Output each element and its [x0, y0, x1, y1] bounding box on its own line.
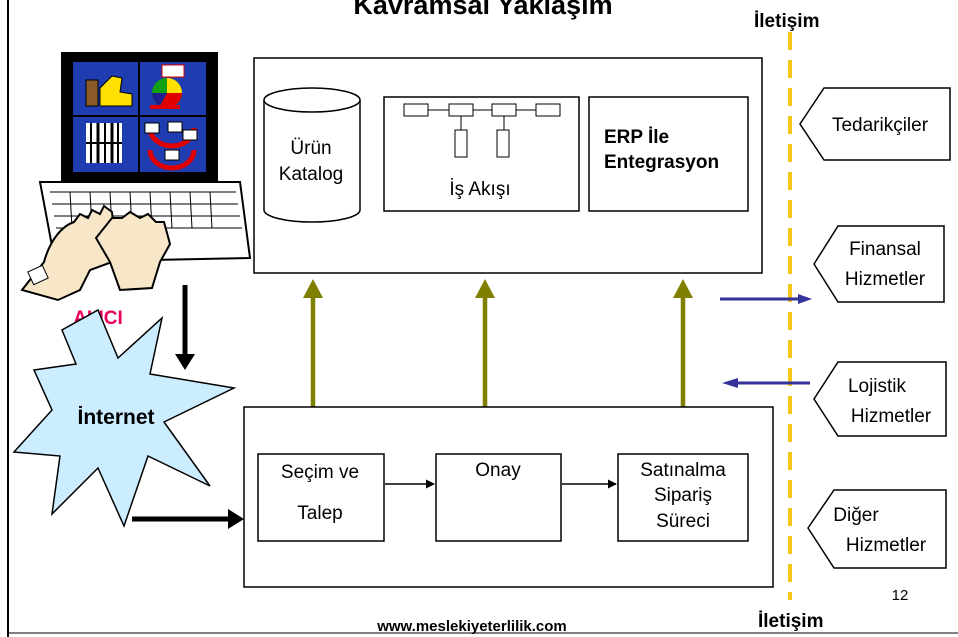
erp-label-line2: Entegrasyon — [604, 152, 719, 173]
selection-box — [257, 453, 385, 542]
purchase-box — [617, 453, 749, 542]
selection-label-line1: Seçim ve — [281, 462, 359, 483]
olive-arrows — [303, 279, 693, 407]
partner-logistics-shape — [813, 361, 947, 437]
page-number: 12 — [892, 587, 909, 604]
partner-financial-shape — [813, 225, 945, 303]
partner-other-line1: Diğer — [833, 505, 879, 526]
catalog-label-line2: Katalog — [279, 164, 343, 185]
partner-financial-line2: Hizmetler — [845, 269, 926, 290]
catalog-label-line1: Ürün — [290, 138, 331, 159]
erp-label-line1: ERP İle — [604, 127, 669, 148]
partner-other-line2: Hizmetler — [846, 535, 927, 556]
partner-logistics-line1: Lojistik — [848, 376, 907, 397]
erp-box — [588, 96, 749, 212]
partner-suppliers-shape — [799, 87, 951, 161]
workflow-mini-diagram — [403, 103, 561, 158]
outbound-arrow-head — [798, 294, 812, 304]
partner-financial-line1: Finansal — [849, 239, 921, 260]
purchase-label-line1: Satınalma — [640, 460, 726, 481]
slide-title: Kavramsal Yaklaşım — [353, 0, 612, 20]
approval-label: Onay — [475, 460, 521, 481]
communication-label-top: İletişim — [754, 11, 819, 32]
partner-logistics-line2: Hizmetler — [851, 406, 932, 427]
workflow-label: İş Akışı — [449, 179, 510, 200]
approval-box — [435, 453, 562, 542]
selection-label-line2: Talep — [297, 503, 342, 524]
internet-burst-shape — [12, 308, 237, 529]
typing-hands-icon — [20, 204, 172, 302]
purchase-label-line2: Sipariş — [654, 485, 712, 506]
catalog-cylinder — [263, 87, 361, 223]
internet-label: İnternet — [77, 406, 154, 429]
right-arrow-head — [228, 509, 244, 529]
purchase-label-line3: Süreci — [656, 511, 710, 532]
communication-label-bottom: İletişim — [758, 611, 823, 632]
partner-other-shape — [807, 489, 947, 569]
inbound-arrow-head — [722, 378, 738, 388]
partner-suppliers-label: Tedarikçiler — [832, 115, 929, 136]
computer-monitor-icon — [61, 52, 218, 182]
footer-website: www.meslekiyeterlilik.com — [376, 618, 567, 635]
down-arrow-head — [175, 354, 195, 370]
